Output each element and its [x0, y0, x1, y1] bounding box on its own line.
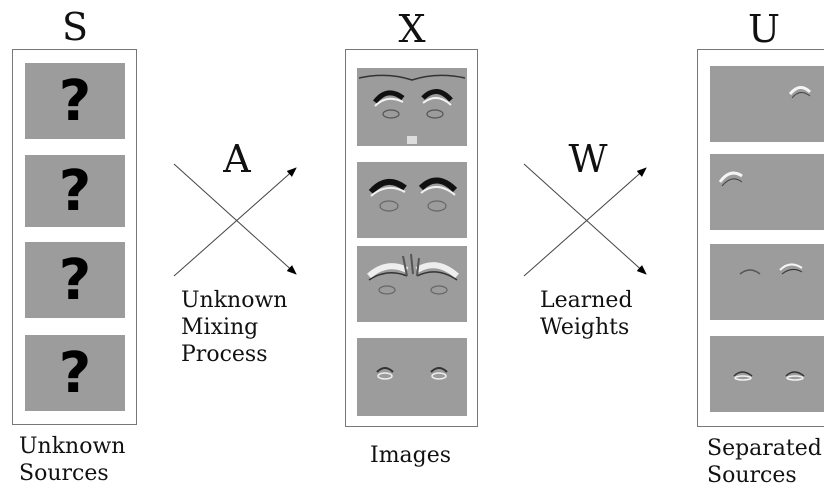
mixed-image [357, 162, 467, 238]
separated-image [710, 244, 824, 320]
caption-line: Weights [540, 315, 630, 340]
mixing-caption: Unknown Mixing Process [181, 287, 287, 368]
caption-line: Images [370, 443, 452, 468]
arrow-down-right-icon [173, 163, 297, 275]
unmixing-matrix-letter: W [568, 137, 608, 181]
caption-line: Separated [707, 436, 822, 461]
caption-line: Sources [19, 461, 109, 486]
separated-letter: U [747, 7, 781, 51]
separated-panel [697, 49, 824, 427]
question-mark-icon: ? [58, 247, 92, 313]
caption-line: Learned [540, 288, 633, 313]
unknown-source-tile: ? [25, 155, 125, 227]
arrow-down-right-icon [523, 163, 647, 275]
caption-line: Unknown [181, 288, 288, 313]
mixed-image [357, 68, 467, 146]
mixing-matrix-letter: A [223, 137, 251, 181]
unknown-source-tile: ? [25, 242, 125, 318]
unknown-source-tile: ? [25, 63, 125, 139]
unmixing-caption: Learned Weights [540, 287, 633, 341]
question-mark-icon: ? [58, 158, 92, 224]
sources-letter: S [61, 5, 89, 49]
mixed-image [357, 246, 467, 322]
images-panel [345, 49, 478, 427]
separated-image [710, 154, 824, 230]
question-mark-icon: ? [58, 68, 92, 134]
caption-line: Unknown [19, 434, 126, 459]
separated-caption: Separated Sources [707, 435, 822, 489]
images-caption: Images [370, 442, 451, 469]
separated-image [710, 66, 824, 142]
mixing-arrows [173, 163, 297, 277]
mixed-image [357, 338, 467, 416]
sources-caption: Unknown Sources [19, 433, 125, 487]
images-letter: X [398, 7, 426, 51]
arrow-up-right-icon [523, 167, 647, 277]
unmixing-arrows [523, 163, 647, 277]
arrow-up-right-icon [173, 167, 297, 277]
unknown-source-tile: ? [25, 335, 125, 411]
caption-line: Sources [707, 463, 797, 488]
sources-panel: ? ? ? ? [12, 49, 137, 425]
question-mark-icon: ? [58, 340, 92, 406]
separated-image [710, 336, 824, 412]
caption-line: Mixing [181, 315, 259, 340]
caption-line: Process [181, 342, 268, 367]
